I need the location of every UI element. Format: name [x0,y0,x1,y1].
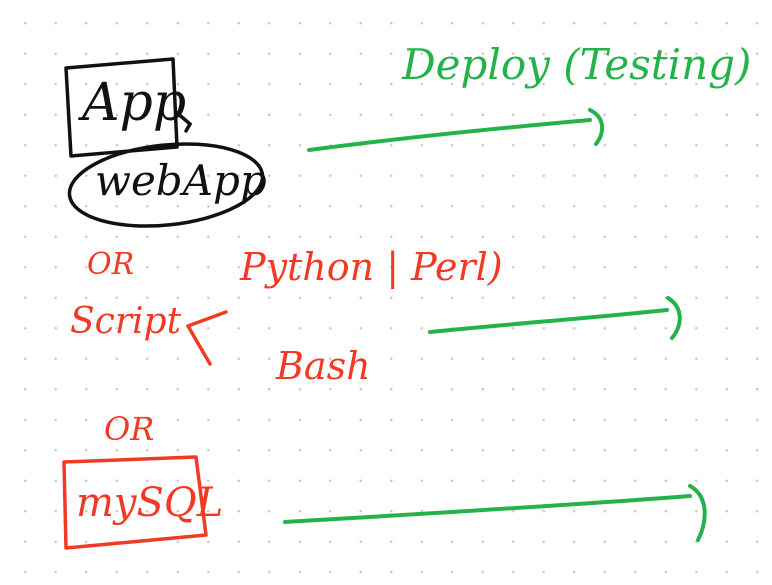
webapp-label: webApp [95,156,267,205]
app-label: App [82,73,187,133]
deploy-arrow-2 [428,308,669,334]
app-box-tail [174,110,193,133]
deploy-arrow-3 [283,494,692,524]
or-label-1: OR [87,247,135,282]
webapp-oval [67,142,265,228]
app-box [64,57,179,158]
python-perl-label: Python | Perl) [240,245,503,289]
deploy-arrow-3-head [688,484,707,542]
bash-label: Bash [276,344,371,388]
deploy-arrow-1 [307,118,592,152]
deploy-arrow-2-head [666,296,682,340]
deploy-testing-label: Deploy (Testing) [402,40,752,89]
or-label-2: OR [104,410,155,448]
deploy-arrow-1-head [588,108,604,146]
mysql-label: mySQL [76,480,224,526]
script-label: Script [70,301,182,342]
mysql-box [62,455,208,550]
script-bracket [186,310,228,366]
